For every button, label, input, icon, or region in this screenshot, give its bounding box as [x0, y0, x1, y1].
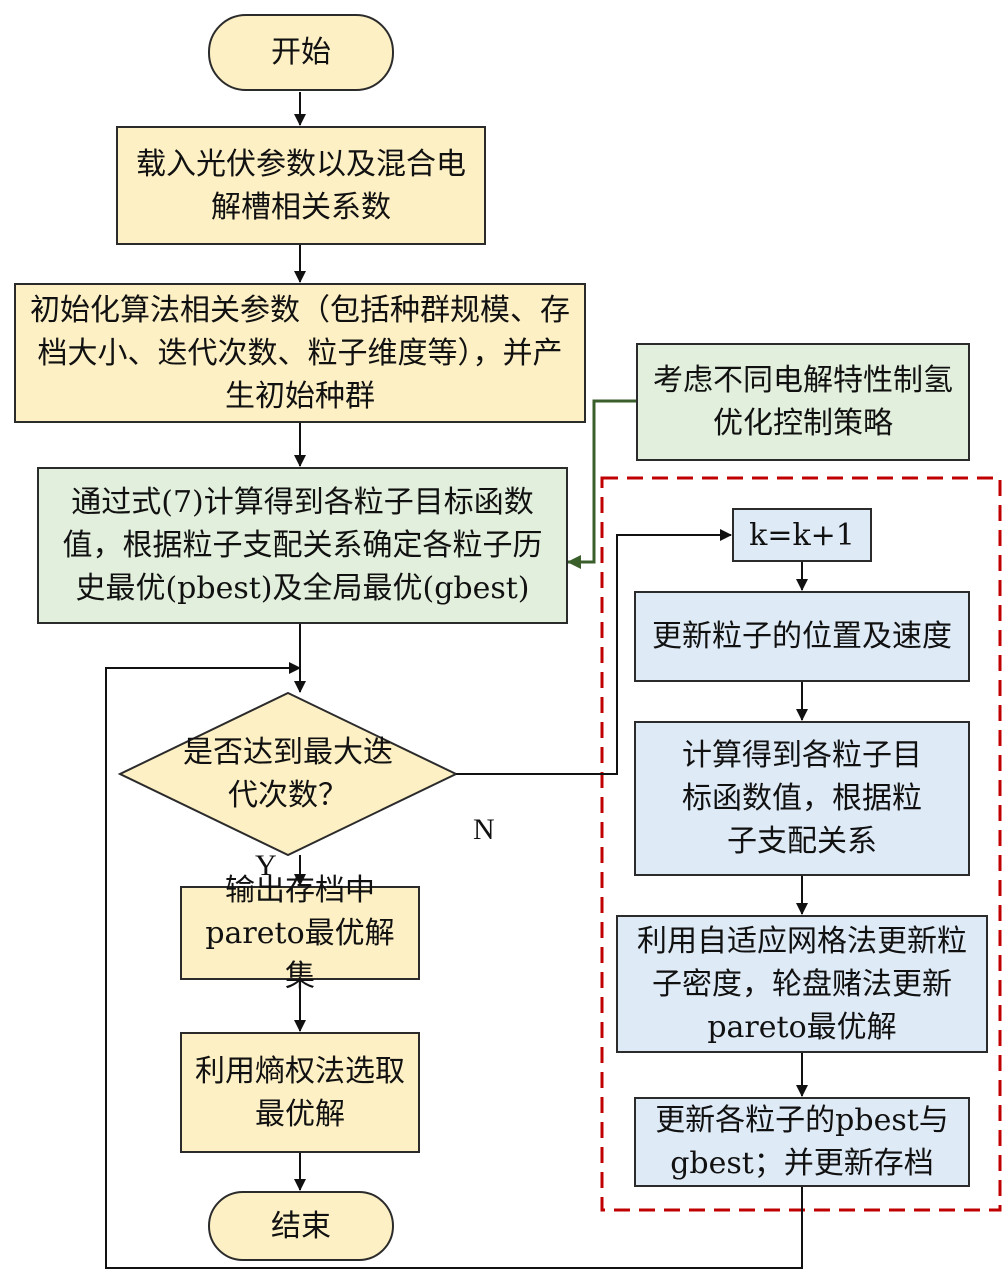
- no-label: N: [473, 813, 495, 846]
- output-pareto-box: 输出存档中pareto最优解集: [180, 873, 420, 994]
- load-parameters-text: 载入光伏参数以及混合电解槽相关系数: [136, 146, 466, 225]
- counter-box: k=k+1: [732, 508, 872, 562]
- start-terminal: 开始: [208, 14, 394, 91]
- compute-objective-box: 通过式(7)计算得到各粒子目标函数值，根据粒子支配关系确定各粒子历史最优(pbe…: [37, 467, 568, 624]
- output-pareto-text: 输出存档中pareto最优解集: [205, 872, 395, 994]
- strategy-box: 考虑不同电解特性制氢优化控制策略: [636, 343, 970, 461]
- adaptive-grid-text: 利用自适应网格法更新粒子密度，轮盘赌法更新pareto最优解: [637, 923, 967, 1045]
- load-parameters-box: 载入光伏参数以及混合电解槽相关系数: [116, 126, 486, 245]
- start-label: 开始: [271, 35, 331, 70]
- entropy-weight-text: 利用熵权法选取最优解: [195, 1053, 405, 1132]
- update-position-box: 更新粒子的位置及速度: [634, 591, 970, 682]
- end-label: 结束: [271, 1208, 331, 1244]
- arrow-strategy-to-compute: [567, 399, 636, 569]
- adaptive-grid-box: 利用自适应网格法更新粒子密度，轮盘赌法更新pareto最优解: [616, 915, 988, 1053]
- counter-text: k=k+1: [749, 517, 855, 553]
- arrow-decision-no-to-counter: [456, 529, 732, 775]
- end-terminal: 结束: [208, 1191, 394, 1261]
- init-parameters-text: 初始化算法相关参数（包括种群规模、存档大小、迭代次数、粒子维度等），并产生初始种…: [30, 292, 570, 414]
- entropy-weight-box: 利用熵权法选取最优解: [180, 1032, 420, 1153]
- decision-text: 是否达到最大迭代次数？: [183, 735, 393, 813]
- update-best-box: 更新各粒子的pbest与gbest；并更新存档: [634, 1097, 970, 1187]
- init-parameters-box: 初始化算法相关参数（包括种群规模、存档大小、迭代次数、粒子维度等），并产生初始种…: [14, 283, 586, 423]
- update-position-text: 更新粒子的位置及速度: [652, 619, 952, 654]
- compute-objective-loop-box: 计算得到各粒子目标函数值，根据粒子支配关系: [634, 721, 970, 876]
- update-best-text: 更新各粒子的pbest与gbest；并更新存档: [655, 1103, 949, 1181]
- decision-diamond: [117, 691, 459, 857]
- compute-objective-loop-text: 计算得到各粒子目标函数值，根据粒子支配关系: [682, 738, 922, 859]
- strategy-text: 考虑不同电解特性制氢优化控制策略: [653, 363, 953, 441]
- arrow-loop-back: [105, 662, 803, 1269]
- compute-objective-text: 通过式(7)计算得到各粒子目标函数值，根据粒子支配关系确定各粒子历史最优(pbe…: [62, 485, 543, 606]
- yes-label: Y: [255, 849, 277, 882]
